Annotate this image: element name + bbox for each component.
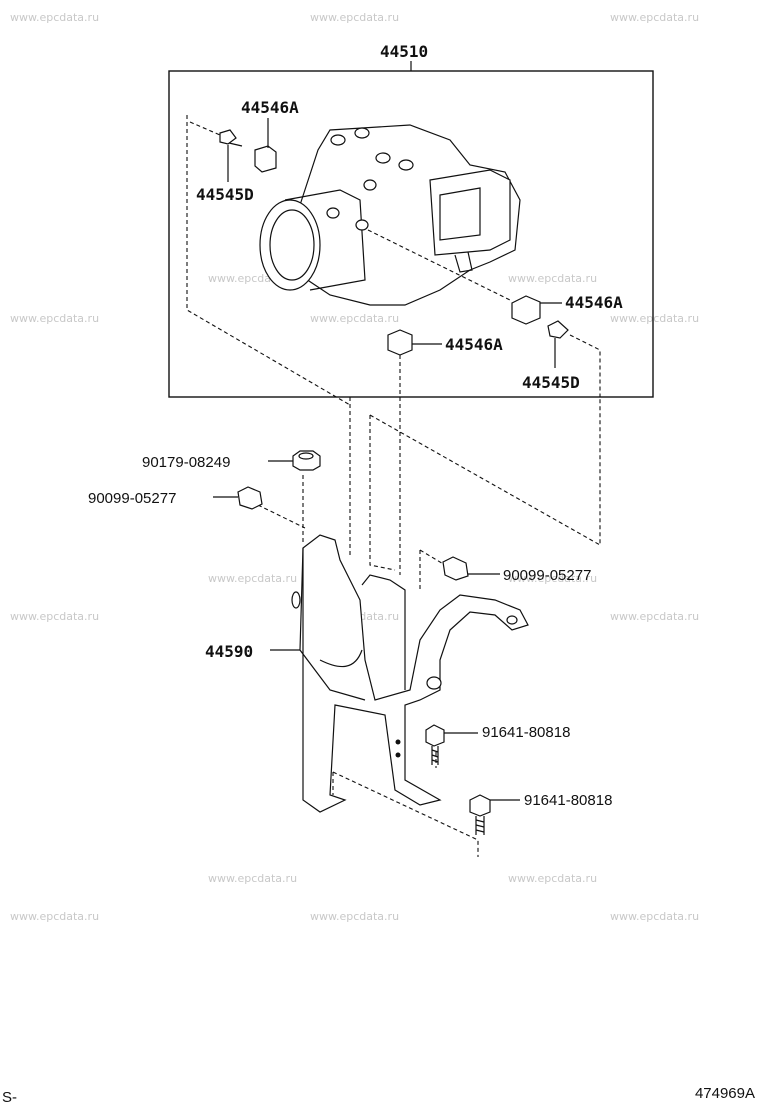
assembly-frame xyxy=(168,70,654,398)
part-label-44546a-top[interactable]: 44546A xyxy=(241,98,299,117)
watermark: www.epcdata.ru xyxy=(310,11,399,24)
abs-actuator-drawing xyxy=(259,124,521,306)
guide-line xyxy=(569,334,601,397)
watermark: www.epcdata.ru xyxy=(508,872,597,885)
part-label-44590[interactable]: 44590 xyxy=(205,642,253,661)
guide-line xyxy=(189,121,221,136)
watermark: www.epcdata.ru xyxy=(610,11,699,24)
part-label-90179-08249[interactable]: 90179-08249 xyxy=(142,454,230,471)
watermark: www.epcdata.ru xyxy=(610,312,699,325)
watermark: www.epcdata.ru xyxy=(310,312,399,325)
bolt-91641-lower xyxy=(469,794,491,835)
bracket-44590-drawing xyxy=(291,534,529,813)
footer-left-code: S- xyxy=(2,1089,17,1106)
part-label-44545d-top[interactable]: 44545D xyxy=(196,185,254,204)
watermark: www.epcdata.ru xyxy=(610,910,699,923)
watermark: www.epcdata.ru xyxy=(610,610,699,623)
cushion-90099-right xyxy=(442,556,469,581)
part-label-90099-05277-left[interactable]: 90099-05277 xyxy=(88,490,176,507)
watermark: www.epcdata.ru xyxy=(208,572,297,585)
part-label-44546a-right[interactable]: 44546A xyxy=(565,293,623,312)
watermark-layer: www.epcdata.ru www.epcdata.ru www.epcdat… xyxy=(10,11,699,923)
small-bolt-top xyxy=(219,129,243,147)
part-label-90099-05277-right[interactable]: 90099-05277 xyxy=(503,567,591,584)
nut-90179 xyxy=(292,450,321,471)
part-label-91641-80818-upper[interactable]: 91641-80818 xyxy=(482,724,570,741)
part-label-44510[interactable]: 44510 xyxy=(380,42,428,61)
assembly-guides xyxy=(257,355,601,857)
diagram-id: 474969A xyxy=(695,1085,755,1102)
watermark: www.epcdata.ru xyxy=(508,572,597,585)
watermark: www.epcdata.ru xyxy=(10,11,99,24)
abs-unit-group: 44510 44546A 445 xyxy=(168,42,654,406)
watermark: www.epcdata.ru xyxy=(508,272,597,285)
bolt-91641-upper xyxy=(425,724,445,765)
watermark: www.epcdata.ru xyxy=(10,312,99,325)
part-label-91641-80818-lower[interactable]: 91641-80818 xyxy=(524,792,612,809)
cushion-center xyxy=(387,329,413,356)
watermark: www.epcdata.ru xyxy=(208,872,297,885)
watermark: www.epcdata.ru xyxy=(310,910,399,923)
small-bolt-right xyxy=(547,320,569,339)
cushion-90099-left xyxy=(237,486,263,510)
watermark: www.epcdata.ru xyxy=(10,910,99,923)
cushion-right xyxy=(511,295,541,325)
guide-line xyxy=(186,115,351,406)
guide-line xyxy=(367,229,511,301)
watermark: www.epcdata.ru xyxy=(10,610,99,623)
part-label-44545d-bottom[interactable]: 44545D xyxy=(522,373,580,392)
part-label-44546a-center[interactable]: 44546A xyxy=(445,335,503,354)
cushion-top xyxy=(254,145,277,173)
